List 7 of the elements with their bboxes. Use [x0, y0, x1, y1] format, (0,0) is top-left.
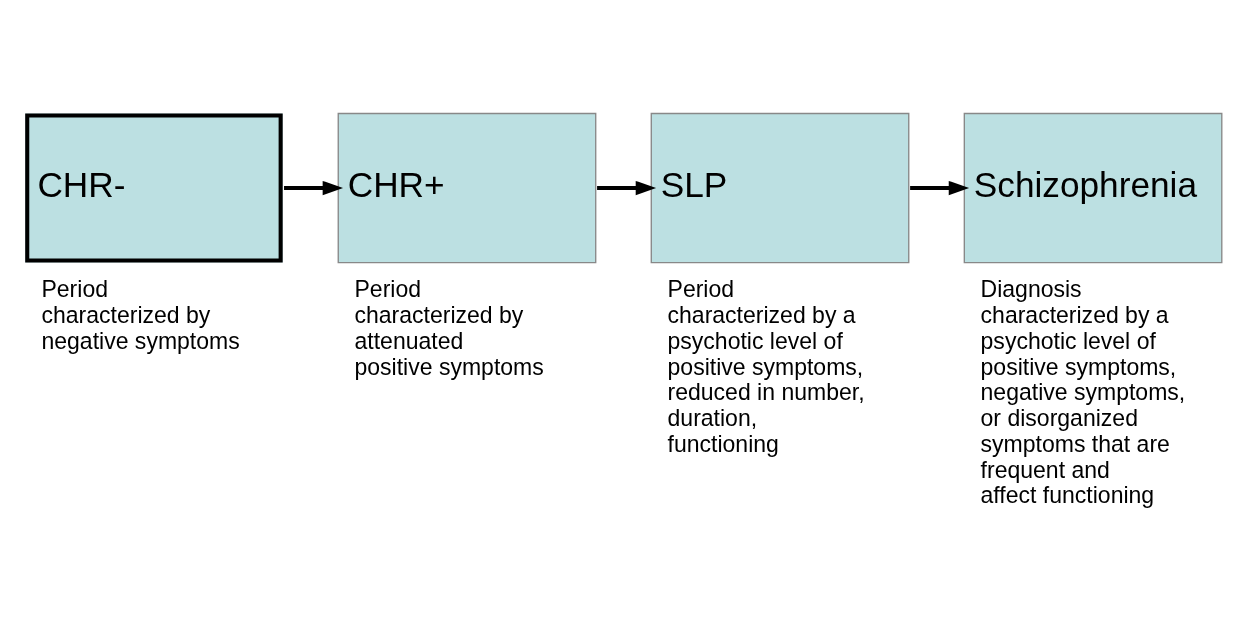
node-label: Period characterized by negative symptoms: [41, 276, 240, 354]
node-label: Period characterized by a psychotic level of positive symptoms, reduced in number, duration, functioning: [667, 276, 865, 457]
arrow: [284, 180, 344, 196]
arrow: [597, 180, 657, 196]
node-label: Period characterized by attenuated positive symptoms: [354, 276, 544, 380]
node-label: Diagnosis characterized by a psychotic level of positive symptoms, negative symptoms, or disorganized symptoms that are frequent and affect functioning: [980, 276, 1186, 509]
arrow: [910, 180, 970, 196]
